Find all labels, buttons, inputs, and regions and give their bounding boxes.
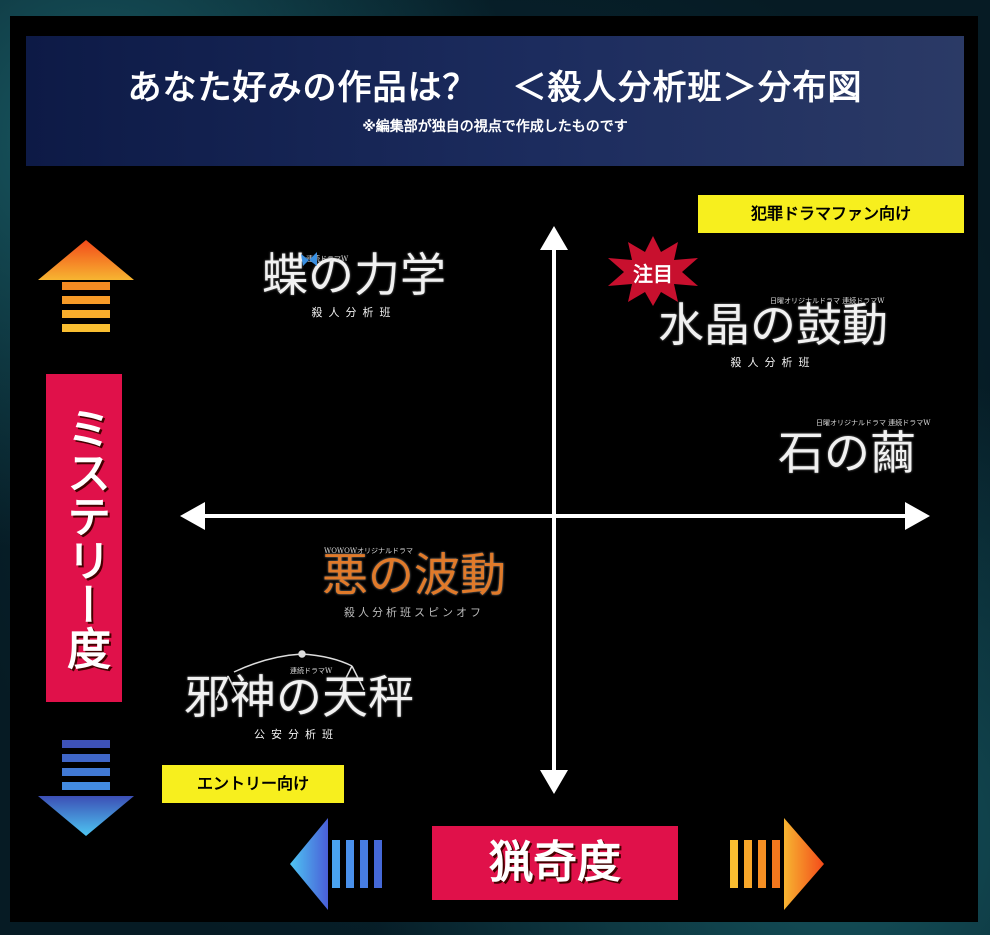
gore-left-arrow-icon <box>290 818 382 910</box>
work-title: 蝶の力学 <box>262 248 446 302</box>
work-title: 水晶の鼓動 <box>658 298 888 352</box>
work-title: 悪の波動 <box>322 548 506 602</box>
work-chou-no-rikigaku: 連続ドラマW 蝶の力学 殺人分析班 <box>262 250 446 320</box>
work-suisho-no-kodo: 日曜オリジナルドラマ 連続ドラマW 水晶の鼓動 殺人分析班 <box>658 297 888 370</box>
mystery-up-arrow-icon <box>38 240 134 332</box>
work-subtitle: 公安分析班 <box>254 728 339 741</box>
crime-fan-tag: 犯罪ドラマファン向け <box>698 195 964 233</box>
work-title: 石の繭 <box>778 426 916 480</box>
horizontal-axis-arrow <box>180 502 930 530</box>
gore-axis-label: 猟奇度 <box>432 826 678 900</box>
mystery-down-arrow-icon <box>38 740 134 836</box>
vertical-axis-arrow <box>540 226 568 794</box>
work-title: 邪神の天秤 <box>184 670 414 724</box>
work-aku-no-hado: WOWOWオリジナルドラマ 悪の波動 殺人分析班スピンオフ <box>322 547 506 620</box>
work-network-label: 連続ドラマW <box>306 255 349 263</box>
work-jashin-no-tenbin: 連続ドラマW 邪神の天秤 公安分析班 <box>184 667 414 742</box>
work-subtitle: 殺人分析班 <box>730 356 816 369</box>
header-banner: あなた好みの作品は？ ＜殺人分析班＞分布図 ※編集部が独自の視点で作成したもので… <box>26 36 964 166</box>
mystery-axis-label: ミステリー度 <box>46 374 122 702</box>
page-title: あなた好みの作品は？ ＜殺人分析班＞分布図 <box>127 68 863 108</box>
featured-badge: 注目 <box>606 236 700 306</box>
editorial-note: ※編集部が独自の視点で作成したものです <box>362 119 628 135</box>
scale-ornament-icon <box>215 650 365 701</box>
work-network-label: WOWOWオリジナルドラマ <box>324 547 414 555</box>
work-network-label: 日曜オリジナルドラマ 連続ドラマW <box>816 419 931 427</box>
work-subtitle: 殺人分析班 <box>311 306 397 319</box>
work-network-label: 連続ドラマW <box>290 667 333 675</box>
work-ishi-no-mayu: 日曜オリジナルドラマ 連続ドラマW 石の繭 <box>778 419 930 480</box>
work-subtitle: 殺人分析班スピンオフ <box>344 606 484 619</box>
entry-tag: エントリー向け <box>162 765 344 803</box>
work-network-label: 日曜オリジナルドラマ 連続ドラマW <box>770 297 885 305</box>
starburst-icon <box>608 236 698 306</box>
gore-right-arrow-icon <box>730 818 824 910</box>
featured-badge-label: 注目 <box>633 262 673 286</box>
